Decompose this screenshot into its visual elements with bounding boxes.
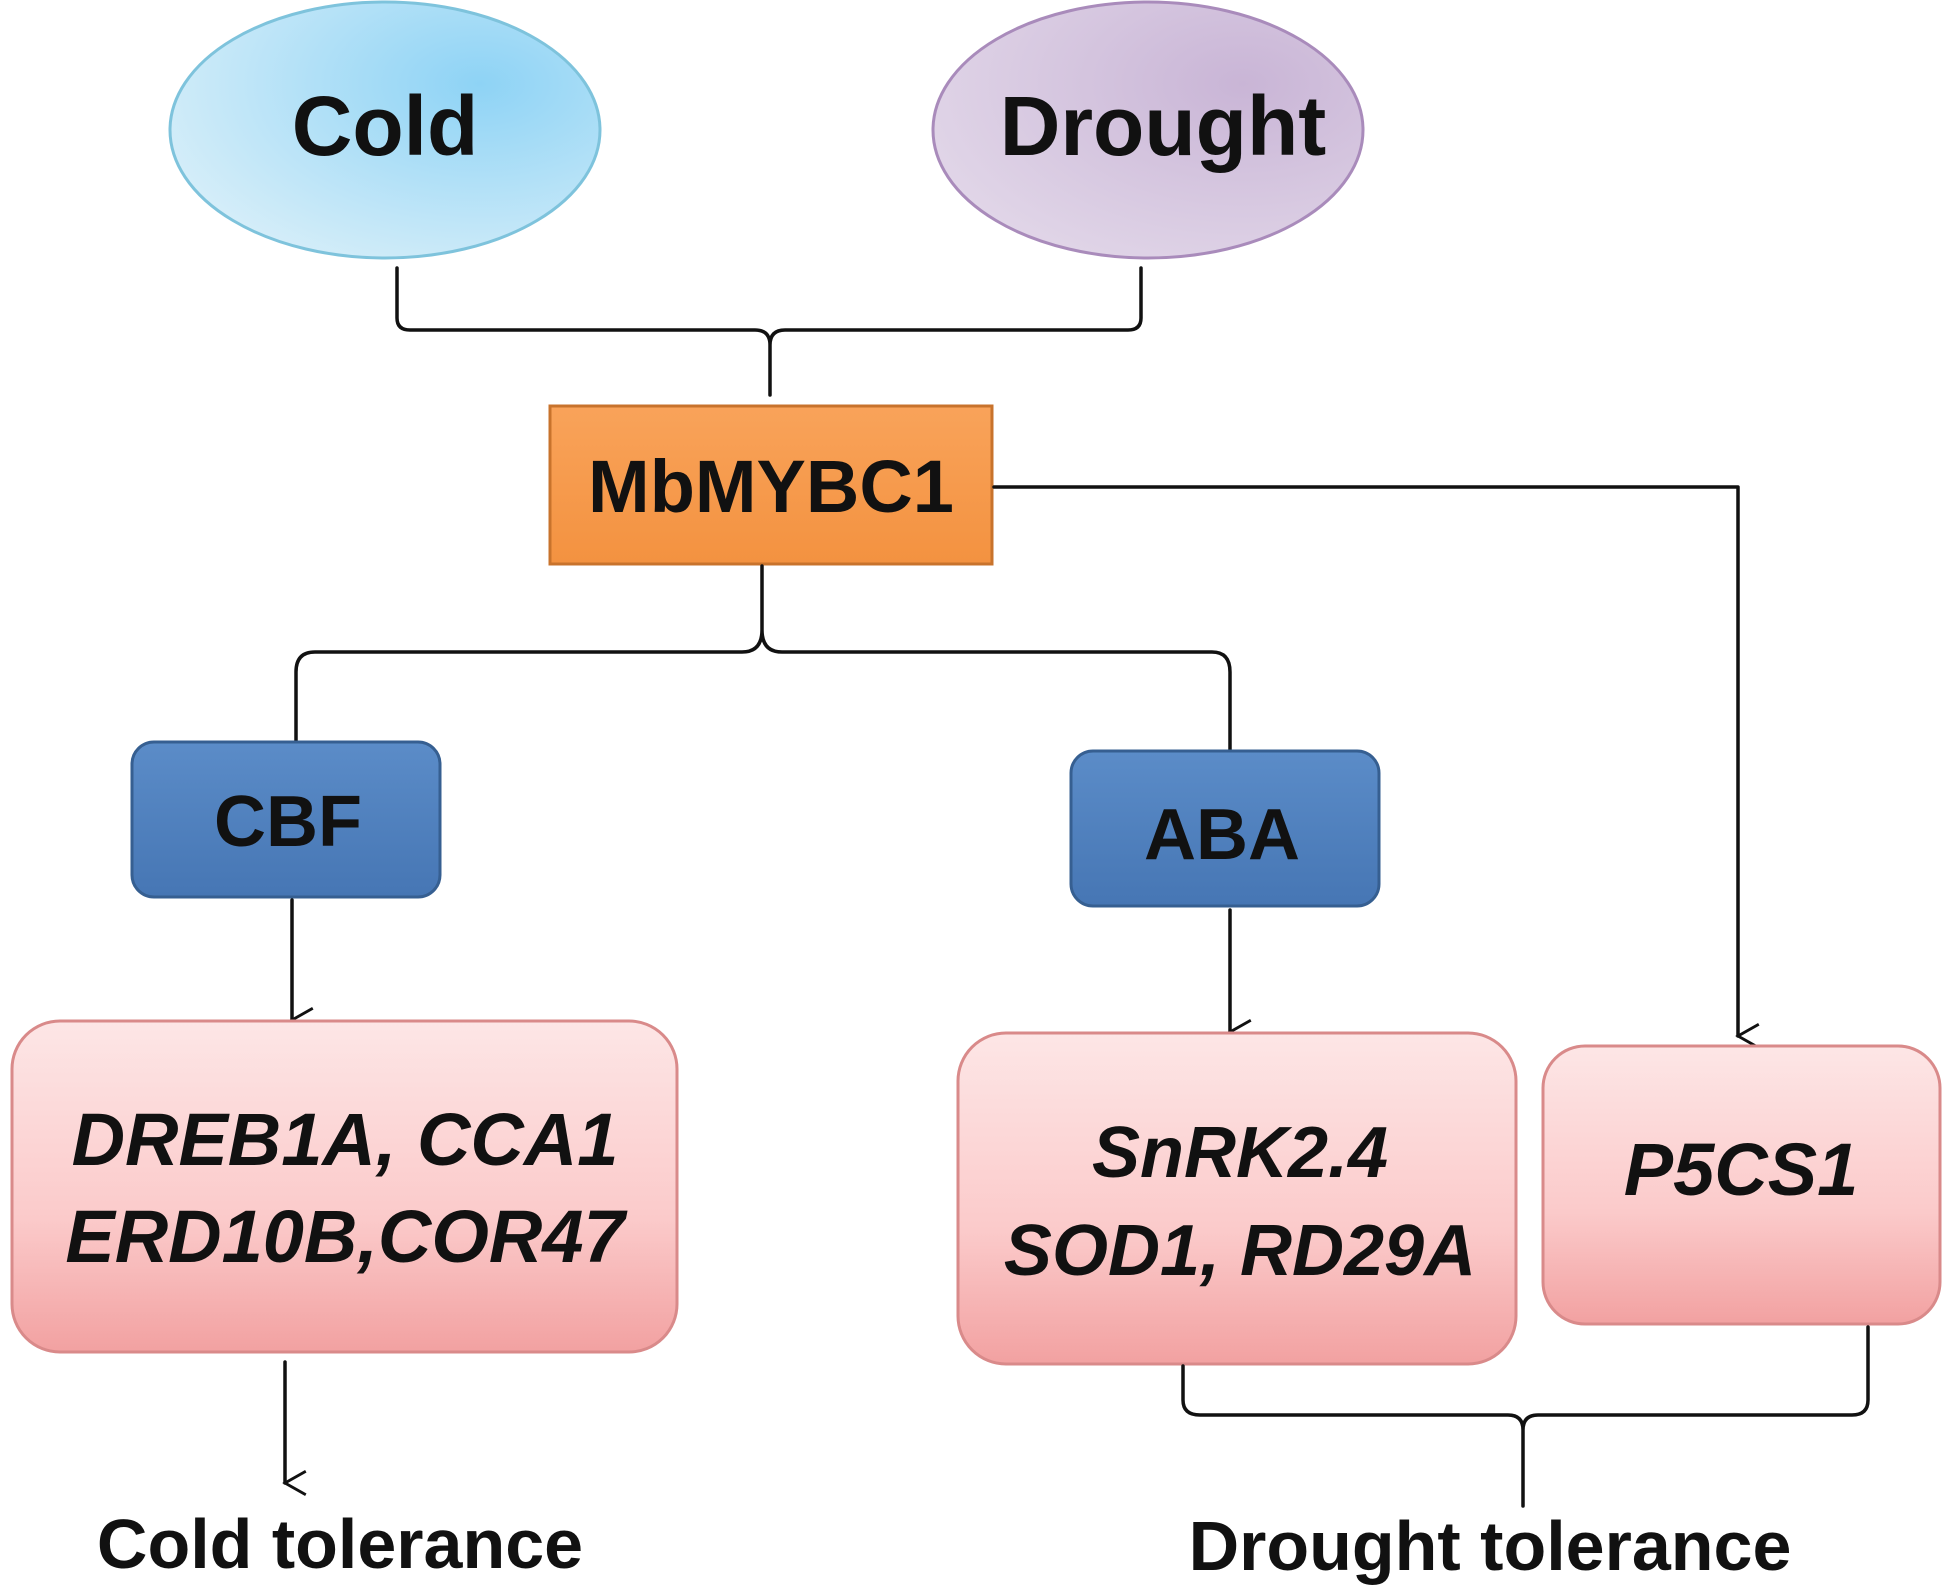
cold-genes-line2: ERD10B,COR47 xyxy=(65,1195,628,1278)
drought-convergence-brace xyxy=(1181,1325,1870,1508)
mbmybc1-label: MbMYBC1 xyxy=(588,445,954,528)
aba-node: ABA xyxy=(1069,749,1381,908)
drought-stimulus-node: Drought xyxy=(931,0,1365,260)
drought-genes-line2: SOD1, RD29A xyxy=(1004,1211,1476,1291)
p5cs1-label: P5CS1 xyxy=(1624,1128,1858,1211)
drought-genes-line1: SnRK2.4 xyxy=(1092,1113,1388,1193)
drought-label: Drought xyxy=(1000,79,1327,173)
cold-label: Cold xyxy=(292,79,479,173)
cbf-node: CBF xyxy=(130,740,442,899)
stimulus-convergence-brace xyxy=(395,266,1143,397)
cold-tolerance-label: Cold tolerance xyxy=(97,1505,583,1583)
p5cs1-node: P5CS1 xyxy=(1541,1044,1942,1326)
mbmybc1-node: MbMYBC1 xyxy=(548,404,994,566)
mbmybc1-to-p5cs1-arrow xyxy=(992,485,1738,1036)
cold-stimulus-node: Cold xyxy=(168,0,602,260)
drought-tolerance-label: Drought tolerance xyxy=(1189,1507,1792,1585)
cold-genes-node: DREB1A, CCA1 ERD10B,COR47 xyxy=(10,1019,679,1354)
cold-genes-line1: DREB1A, CCA1 xyxy=(72,1098,619,1181)
drought-genes-node: SnRK2.4 SOD1, RD29A xyxy=(956,1031,1518,1366)
pathway-divergence-brace xyxy=(294,564,1232,754)
cbf-label: CBF xyxy=(214,782,362,862)
aba-label: ABA xyxy=(1144,795,1300,875)
